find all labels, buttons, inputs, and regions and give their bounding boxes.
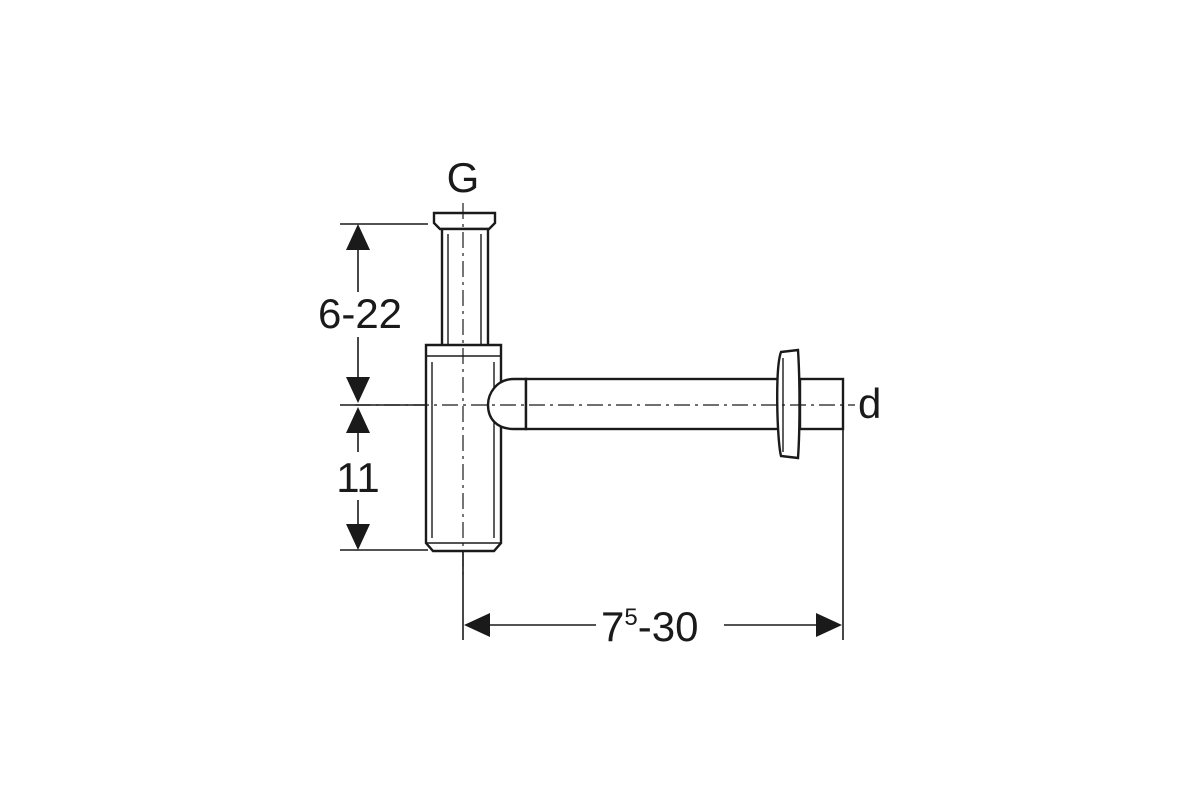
horizontal-rest: -30 [638, 603, 699, 650]
trap-body [424, 211, 528, 553]
outlet-diameter-label: d [858, 380, 881, 427]
horizontal-length-label: 75-30 [601, 603, 698, 650]
outlet-connector [486, 377, 528, 431]
arrow-left-icon [464, 613, 490, 637]
top-cap [432, 211, 497, 231]
top-connection-label: G [447, 154, 480, 201]
dimension-upper-height: 6-22 [318, 223, 428, 406]
center-lines [355, 203, 855, 575]
outlet-pipe [524, 348, 845, 460]
lower-height-label: 11 [336, 454, 380, 501]
arrow-up-icon [346, 407, 370, 433]
horizontal-base: 7 [601, 603, 624, 650]
horizontal-superscript: 5 [624, 604, 637, 631]
wall-rosette [776, 348, 801, 460]
arrow-down-icon [346, 524, 370, 550]
arrow-down-icon [346, 377, 370, 403]
upper-height-label: 6-22 [318, 290, 402, 337]
dimension-horizontal-length: 75-30 [462, 430, 844, 650]
outlet-pipe-end [798, 377, 845, 431]
arrow-right-icon [816, 613, 842, 637]
dimension-lower-height: 11 [336, 407, 428, 551]
outlet-pipe-tube [524, 377, 782, 431]
arrow-up-icon [346, 224, 370, 250]
